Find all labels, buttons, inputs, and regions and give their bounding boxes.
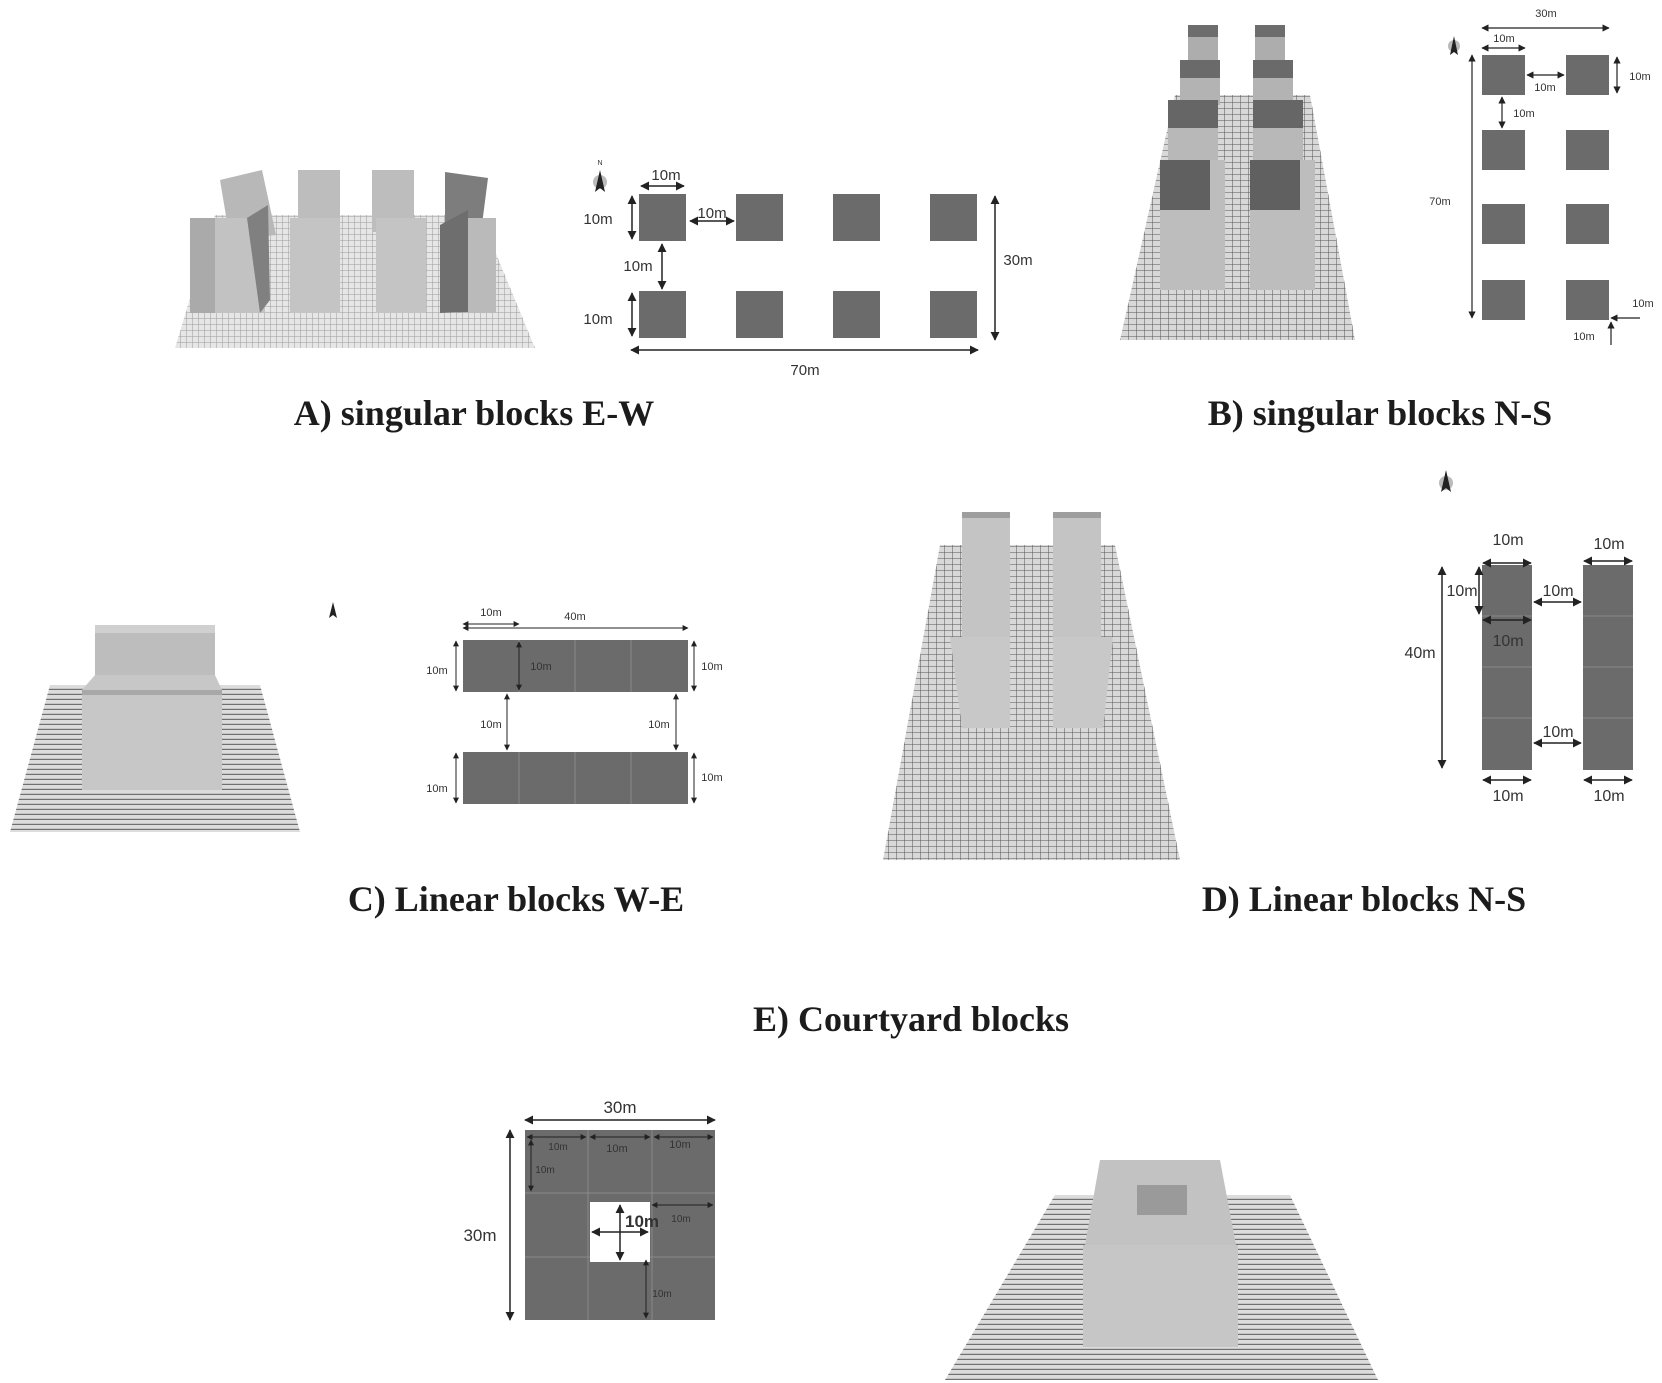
- north-arrow-icon: [1448, 36, 1460, 55]
- block: [95, 627, 215, 682]
- svg-text:10m: 10m: [651, 167, 680, 184]
- block: [950, 637, 1010, 728]
- panel-a-3d-model: [175, 170, 535, 348]
- svg-text:10m: 10m: [480, 719, 501, 731]
- svg-text:10m: 10m: [583, 311, 612, 328]
- panel-b-3d-model: [1120, 25, 1355, 340]
- svg-text:10m: 10m: [1593, 536, 1624, 553]
- svg-text:10m: 10m: [697, 205, 726, 222]
- svg-text:30m: 30m: [1003, 252, 1032, 269]
- svg-text:10m: 10m: [1593, 788, 1624, 805]
- block: [376, 218, 426, 313]
- svg-text:N: N: [597, 160, 602, 167]
- svg-text:40m: 40m: [1404, 645, 1435, 662]
- panel-a-plan: N 10m 10m 10m 10m 10m 30m 70m: [583, 160, 1032, 379]
- panel-e-3d-model: [945, 1160, 1378, 1380]
- block: [290, 218, 340, 313]
- svg-text:40m: 40m: [564, 611, 585, 623]
- svg-text:10m: 10m: [426, 783, 447, 795]
- svg-text:10m: 10m: [583, 211, 612, 228]
- block: [1053, 637, 1113, 728]
- svg-text:30m: 30m: [1535, 8, 1556, 20]
- panel-d-plan: 10m 10m 10m 10m 10m 40m 10m 10m 10m: [1404, 470, 1633, 805]
- svg-text:70m: 70m: [790, 362, 819, 379]
- svg-text:10m: 10m: [1629, 71, 1650, 83]
- svg-text:10m: 10m: [480, 607, 501, 619]
- svg-text:10m: 10m: [1492, 788, 1523, 805]
- svg-text:70m: 70m: [1429, 196, 1450, 208]
- panel-c-plan: 10m 40m 10m 10m 10m 10m 10m 10m 10m: [329, 602, 723, 804]
- block: [1083, 1245, 1238, 1347]
- panel-b-plan: 30m 10m 10m 10m 10m 70m 10m 10m: [1429, 8, 1654, 345]
- caption-e: E) Courtyard blocks: [752, 999, 1070, 1039]
- svg-text:10m: 10m: [652, 1289, 671, 1300]
- panel-c-3d-model: [10, 625, 300, 832]
- svg-text:10m: 10m: [1534, 82, 1555, 94]
- ground-plane: [1120, 95, 1355, 340]
- svg-text:10m: 10m: [671, 1214, 690, 1225]
- courtyard-opening: [1137, 1185, 1187, 1215]
- panel-d-3d-model: [883, 512, 1180, 860]
- svg-text:10m: 10m: [548, 1142, 567, 1153]
- caption-c: C) Linear blocks W-E: [347, 879, 685, 919]
- panel-e-plan: 30m 10m 10m 10m 10m 10m 10m 30m 10m: [463, 1098, 716, 1321]
- svg-text:10m: 10m: [669, 1139, 690, 1151]
- svg-text:10m: 10m: [1492, 633, 1523, 650]
- svg-text:30m: 30m: [603, 1098, 636, 1117]
- svg-text:30m: 30m: [463, 1226, 496, 1245]
- svg-text:10m: 10m: [1493, 33, 1514, 45]
- svg-text:10m: 10m: [1446, 583, 1477, 600]
- north-arrow-icon: [329, 602, 337, 618]
- block: [82, 675, 222, 790]
- svg-text:10m: 10m: [535, 1165, 554, 1176]
- svg-text:10m: 10m: [1573, 331, 1594, 343]
- svg-text:10m: 10m: [625, 1212, 659, 1231]
- north-arrow-icon: [1439, 470, 1453, 492]
- ground-plane: [883, 545, 1180, 860]
- svg-text:10m: 10m: [623, 258, 652, 275]
- svg-text:10m: 10m: [1632, 298, 1653, 310]
- svg-text:10m: 10m: [530, 661, 551, 673]
- svg-text:10m: 10m: [648, 719, 669, 731]
- svg-text:10m: 10m: [1513, 108, 1534, 120]
- svg-text:10m: 10m: [701, 661, 722, 673]
- caption-a: A) singular blocks E-W: [293, 393, 655, 433]
- svg-text:10m: 10m: [1492, 532, 1523, 549]
- plan-blocks: [639, 194, 977, 338]
- svg-text:10m: 10m: [606, 1143, 627, 1155]
- caption-d: D) Linear blocks N-S: [1201, 879, 1527, 919]
- svg-text:10m: 10m: [426, 665, 447, 677]
- svg-text:10m: 10m: [1542, 724, 1573, 741]
- svg-text:10m: 10m: [1542, 583, 1573, 600]
- north-arrow-icon: N: [593, 160, 607, 192]
- caption-b: B) singular blocks N-S: [1207, 393, 1553, 433]
- svg-text:10m: 10m: [701, 772, 722, 784]
